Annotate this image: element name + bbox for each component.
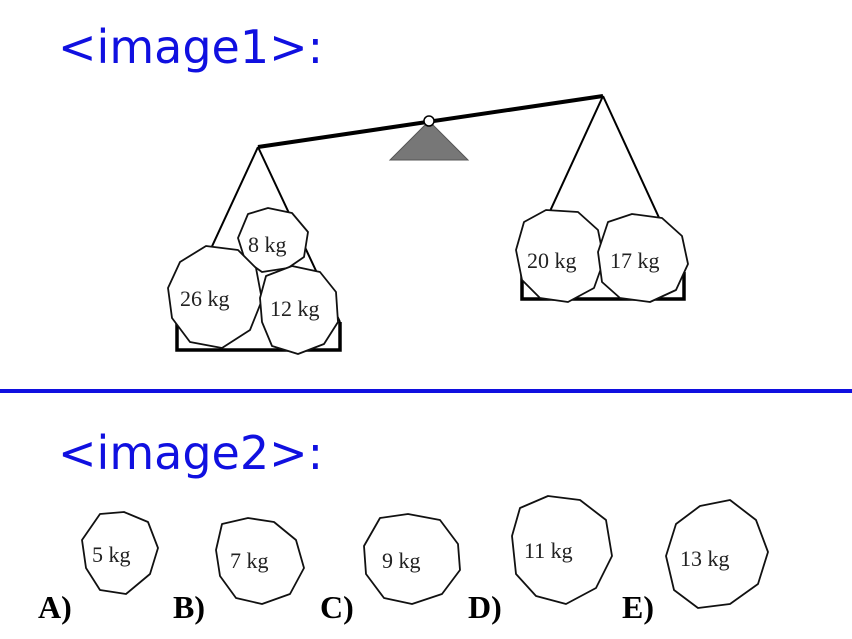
rock [167,245,263,349]
panel-divider [0,389,852,393]
rock-label: 17 kg [610,248,660,273]
rock-label: 12 kg [270,296,320,321]
option-a-weight: 5 kg [92,542,131,567]
option-c-letter: C) [320,589,354,625]
rock [259,265,339,355]
option-d-rock [511,495,613,605]
option-b-weight: 7 kg [230,548,269,573]
rock-label: 8 kg [248,232,287,257]
option-e-letter: E) [622,589,654,625]
rock-label: 20 kg [527,248,577,273]
rock [515,209,605,303]
image1-label: <image1>: [58,20,324,74]
rock [237,207,309,273]
option-d-letter: D) [468,589,502,625]
right-pan [520,272,686,301]
option-a-rock [81,511,159,595]
rock-label: 26 kg [180,286,230,311]
fulcrum [388,120,470,161]
pivot-point [423,115,435,127]
option-b-rock [215,517,305,605]
option-c-weight: 9 kg [382,548,421,573]
option-c-rock [363,513,461,605]
rock [597,213,689,303]
option-e-weight: 13 kg [680,546,730,571]
option-d-weight: 11 kg [524,538,573,563]
option-b-letter: B) [173,589,205,625]
left-pan [175,322,342,352]
option-a-letter: A) [38,589,72,625]
image2-label: <image2>: [58,426,324,480]
option-e-rock [665,499,769,609]
